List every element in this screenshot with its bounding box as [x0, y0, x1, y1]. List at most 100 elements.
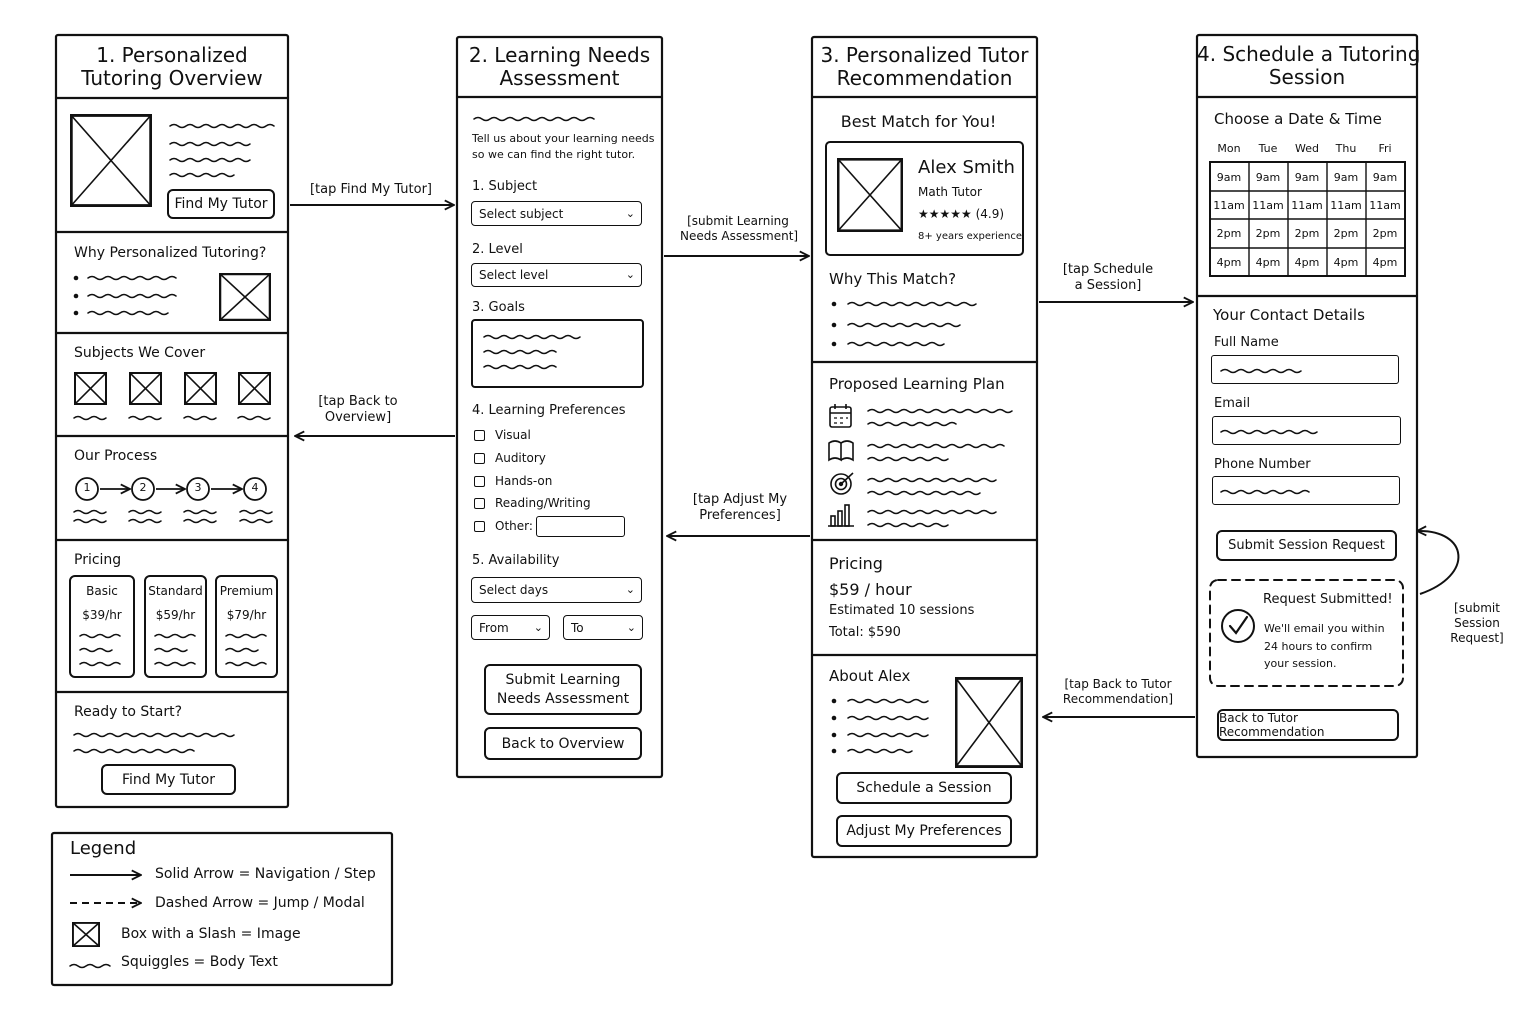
checkbox-visual[interactable]: [474, 430, 485, 441]
cta-heading: Ready to Start?: [74, 704, 183, 720]
screen-1-frame: [54, 33, 290, 809]
transition-back-recommendation: [tap Back to Tutor Recommendation]: [1062, 677, 1174, 706]
email-input[interactable]: [1212, 416, 1401, 445]
about-heading: About Alex: [829, 667, 911, 685]
goals-textarea[interactable]: [471, 319, 644, 388]
time-slot[interactable]: 4pm: [1333, 256, 1359, 269]
plan-name: Premium: [219, 584, 274, 598]
plan-price: $59/hr: [155, 608, 196, 622]
availability-label: 5. Availability: [472, 553, 560, 568]
book-icon: [828, 440, 854, 462]
modal-message: We'll email you within 24 hours to confi…: [1264, 622, 1385, 671]
plan-name: Standard: [148, 584, 203, 598]
schedule-session-button[interactable]: Schedule a Session: [836, 772, 1012, 804]
submit-assessment-button[interactable]: Submit Learning Needs Assessment: [484, 664, 642, 715]
learning-plan-heading: Proposed Learning Plan: [829, 375, 1005, 393]
subject-select[interactable]: Select subject ⌄: [471, 201, 642, 226]
back-to-overview-button[interactable]: Back to Overview: [484, 727, 642, 760]
why-match-heading: Why This Match?: [829, 270, 957, 288]
subject-image-4: [238, 372, 271, 405]
time-slot[interactable]: 9am: [1216, 171, 1242, 184]
plan-name: Basic: [86, 584, 118, 598]
time-slot[interactable]: 11am: [1330, 199, 1362, 212]
checkbox-other[interactable]: [474, 521, 485, 532]
back-to-recommendation-button[interactable]: Back to Tutor Recommendation: [1217, 709, 1399, 741]
tutor-experience: 8+ years experience: [918, 231, 1023, 242]
pref-label: Hands-on: [495, 474, 553, 488]
process-step-label: 2: [139, 481, 147, 494]
time-slot[interactable]: 2pm: [1255, 227, 1281, 240]
pref-label: Other:: [495, 519, 533, 533]
pricing-heading: Pricing: [74, 552, 122, 568]
contact-heading: Your Contact Details: [1213, 306, 1365, 324]
tutor-role: Math Tutor: [918, 185, 982, 199]
hero-image: [70, 114, 152, 207]
time-slot[interactable]: 9am: [1294, 171, 1320, 184]
chevron-down-icon: ⌄: [625, 206, 635, 220]
time-slot[interactable]: 2pm: [1372, 227, 1398, 240]
date-time-heading: Choose a Date & Time: [1214, 110, 1382, 128]
checkbox-hands-on[interactable]: [474, 476, 485, 487]
time-slot[interactable]: 4pm: [1294, 256, 1320, 269]
legend-dashed-text: Dashed Arrow = Jump / Modal: [155, 895, 365, 911]
total-price: Total: $590: [829, 625, 901, 640]
transition-adjust-preferences: [tap Adjust My Preferences]: [692, 492, 788, 524]
time-to-select[interactable]: To ⌄: [563, 615, 643, 640]
process-step-label: 1: [83, 481, 91, 494]
time-slot[interactable]: 11am: [1213, 199, 1245, 212]
time-slot[interactable]: 11am: [1369, 199, 1401, 212]
checkbox-reading-writing[interactable]: [474, 498, 485, 509]
time-slot[interactable]: 9am: [1372, 171, 1398, 184]
process-step-label: 3: [194, 481, 202, 494]
pref-label: Visual: [495, 428, 531, 442]
screen-1-title: 1. Personalized Tutoring Overview: [81, 43, 263, 90]
check-circle-icon: [1221, 609, 1255, 643]
time-slot[interactable]: 11am: [1252, 199, 1284, 212]
chevron-down-icon: ⌄: [625, 267, 635, 281]
time-slot[interactable]: 2pm: [1216, 227, 1242, 240]
day-label: Fri: [1378, 142, 1392, 155]
tutor-rating: ★★★★★ (4.9): [918, 207, 1005, 221]
adjust-preferences-button[interactable]: Adjust My Preferences: [836, 815, 1012, 847]
screen-3-title: 3. Personalized Tutor Recommendation: [820, 43, 1029, 90]
subjects-heading: Subjects We Cover: [74, 345, 206, 361]
time-slot[interactable]: 4pm: [1372, 256, 1398, 269]
pref-label: Auditory: [495, 451, 546, 465]
legend-title: Legend: [70, 838, 137, 859]
process-step-label: 4: [251, 481, 259, 494]
plan-price: $39/hr: [82, 608, 122, 622]
find-tutor-button[interactable]: Find My Tutor: [167, 189, 275, 219]
subject-label: 1. Subject: [472, 179, 538, 194]
goals-label: 3. Goals: [472, 300, 525, 315]
other-preference-input[interactable]: [536, 516, 625, 537]
phone-input[interactable]: [1212, 476, 1400, 505]
level-label: 2. Level: [472, 242, 523, 257]
find-tutor-cta-button[interactable]: Find My Tutor: [101, 764, 236, 795]
why-image: [219, 273, 271, 321]
calendar-icon: [829, 404, 852, 428]
time-slot[interactable]: 9am: [1333, 171, 1359, 184]
chevron-down-icon: ⌄: [625, 582, 635, 596]
time-slot[interactable]: 2pm: [1294, 227, 1320, 240]
time-slot[interactable]: 11am: [1291, 199, 1323, 212]
checkbox-auditory[interactable]: [474, 453, 485, 464]
chevron-down-icon: ⌄: [533, 620, 543, 634]
modal-title: Request Submitted!: [1263, 592, 1393, 607]
time-slot[interactable]: 2pm: [1333, 227, 1359, 240]
price-per-hour: $59 / hour: [829, 580, 912, 599]
time-slot[interactable]: 4pm: [1255, 256, 1281, 269]
day-label: Wed: [1295, 142, 1319, 155]
days-select[interactable]: Select days ⌄: [471, 577, 642, 603]
submit-session-request-button[interactable]: Submit Session Request: [1216, 530, 1397, 561]
time-slot[interactable]: 9am: [1255, 171, 1281, 184]
screen-4-title: 4. Schedule a Tutoring Session: [1197, 42, 1421, 89]
arrow-submit-request-loop: [1418, 531, 1460, 595]
time-slot[interactable]: 4pm: [1216, 256, 1242, 269]
full-name-input[interactable]: [1211, 355, 1399, 384]
time-from-select[interactable]: From ⌄: [471, 615, 550, 640]
about-alex-image: [955, 677, 1023, 768]
email-label: Email: [1214, 396, 1251, 411]
day-label: Mon: [1217, 142, 1241, 155]
level-select[interactable]: Select level ⌄: [471, 263, 642, 287]
target-icon: [830, 472, 854, 495]
